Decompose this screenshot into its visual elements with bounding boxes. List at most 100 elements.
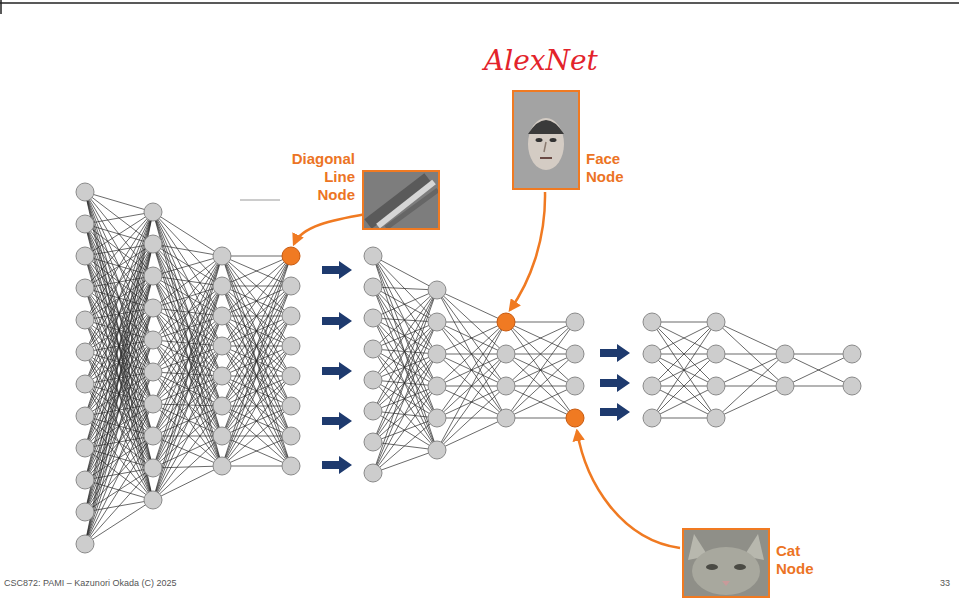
connection-line [652, 386, 716, 418]
connection-line [716, 354, 785, 355]
connection-line [85, 212, 153, 256]
connection-line [153, 256, 222, 436]
connection-line [85, 212, 153, 512]
neuron [497, 345, 515, 363]
connection-line [222, 436, 291, 466]
connection-line [222, 286, 291, 466]
connection-line [153, 436, 222, 500]
connection-line [506, 322, 575, 354]
connection-line [153, 376, 222, 436]
connection-line [85, 500, 153, 544]
connection-line [222, 376, 291, 466]
connection-line [153, 244, 222, 406]
connection-line [437, 322, 506, 418]
highlighted-neuron [282, 247, 300, 265]
neuron [843, 345, 861, 363]
neuron [76, 375, 94, 393]
neuron [364, 433, 382, 451]
connection-line [85, 308, 153, 544]
network-neurons [76, 183, 861, 553]
connection-line [153, 256, 222, 468]
connection-line [222, 256, 291, 286]
connection-line [506, 418, 575, 419]
connection-line [373, 418, 437, 473]
connection-line [506, 386, 575, 418]
neuron [707, 377, 725, 395]
connection-line [373, 290, 437, 411]
connection-line [373, 386, 437, 473]
connection-line [153, 376, 222, 500]
connection-line [716, 354, 785, 386]
connection-line [153, 286, 222, 500]
connection-line [85, 276, 153, 544]
connection-line [222, 256, 291, 406]
neuron [282, 427, 300, 445]
connection-line [373, 318, 437, 322]
feature-thumbnail: Cat Node [682, 528, 770, 598]
block-arrow [322, 261, 352, 279]
highlighted-neuron [566, 409, 584, 427]
leader-arrow [577, 431, 680, 548]
connection-line [222, 256, 291, 257]
neuron [428, 313, 446, 331]
neuron [213, 277, 231, 295]
connection-line [437, 322, 506, 418]
block-arrow [600, 403, 630, 421]
connection-line [153, 256, 222, 340]
block-arrow [322, 312, 352, 330]
side-rule [0, 0, 2, 14]
neuron [428, 377, 446, 395]
neuron [843, 377, 861, 395]
neuron [76, 439, 94, 457]
connection-line [785, 354, 852, 386]
neuron [144, 203, 162, 221]
connection-line [85, 212, 153, 544]
connection-line [716, 354, 785, 386]
connection-line [153, 406, 222, 468]
connection-line [652, 386, 716, 418]
connection-line [85, 212, 153, 384]
neuron [144, 235, 162, 253]
connection-line [153, 316, 222, 500]
neuron [282, 277, 300, 295]
connection-line [506, 322, 575, 323]
connection-line [85, 192, 153, 436]
connection-line [153, 256, 222, 308]
neuron [364, 309, 382, 327]
connection-line [222, 436, 291, 466]
connection-line [373, 450, 437, 473]
neuron [364, 340, 382, 358]
neuron [364, 278, 382, 296]
neuron [566, 377, 584, 395]
connection-line [222, 256, 291, 376]
connection-line [85, 244, 153, 544]
connection-line [153, 406, 222, 500]
feature-image [364, 172, 438, 228]
connection-line [373, 290, 437, 473]
connection-line [153, 340, 222, 406]
connection-line [652, 322, 716, 354]
neuron [76, 535, 94, 553]
connection-line [153, 466, 222, 500]
connection-line [222, 256, 291, 406]
connection-line [222, 316, 291, 466]
connection-line [85, 192, 153, 308]
neuron [213, 247, 231, 265]
connection-line [222, 256, 291, 346]
connection-line [85, 212, 153, 224]
connection-line [85, 212, 153, 448]
connection-line [153, 212, 222, 376]
connection-line [437, 354, 506, 450]
neuron [282, 307, 300, 325]
connection-line [373, 380, 437, 450]
neuron [282, 337, 300, 355]
connection-line [222, 256, 291, 316]
neuron [144, 459, 162, 477]
connection-line [652, 354, 716, 418]
connection-line [153, 346, 222, 500]
neuron [282, 457, 300, 475]
connection-line [222, 376, 291, 466]
neuron [213, 337, 231, 355]
connection-line [437, 322, 506, 386]
neuron [213, 397, 231, 415]
